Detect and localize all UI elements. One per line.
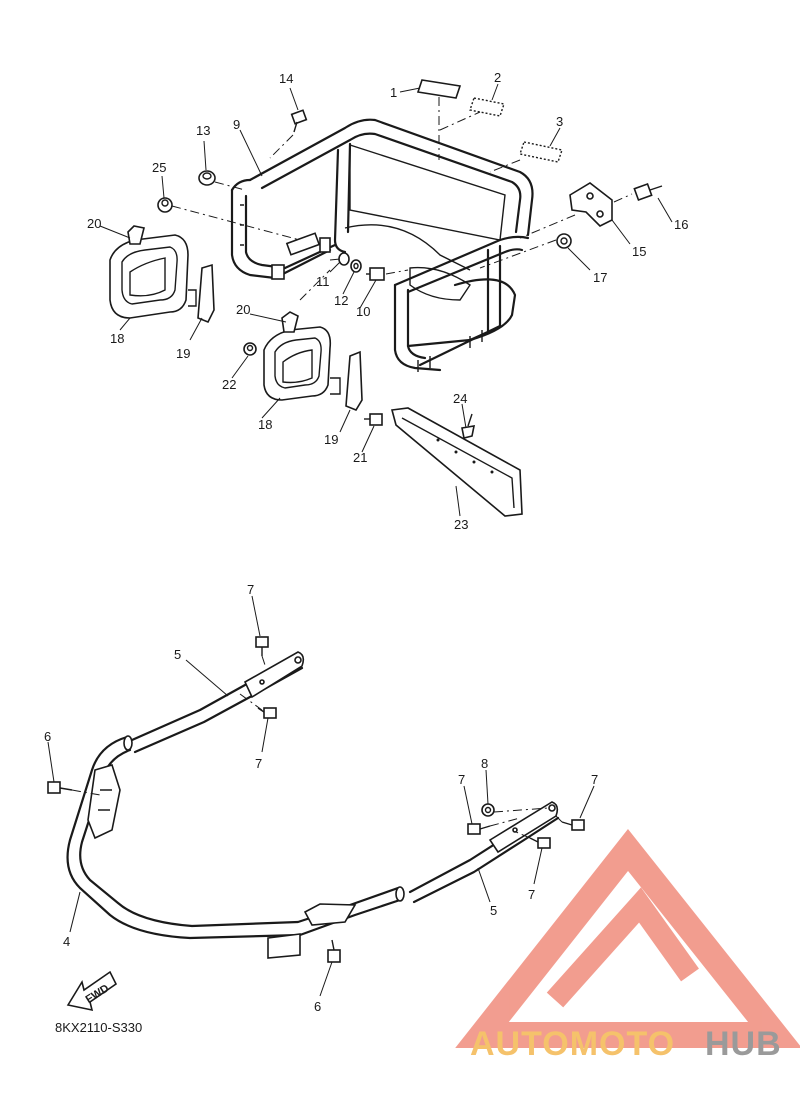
callout-6-center: 6 — [314, 999, 321, 1014]
nut-22 — [243, 342, 257, 356]
callout-14: 14 — [279, 71, 293, 86]
nut-25 — [157, 197, 173, 213]
bolt-7-right-a — [467, 823, 491, 835]
watermark-brand-part1: AUTOMOTO — [470, 1025, 675, 1063]
washer-12 — [350, 259, 362, 273]
label-plate-1 — [416, 79, 462, 99]
callout-7-right-c: 7 — [528, 887, 535, 902]
nut-17 — [556, 233, 572, 249]
guard-bracket-center — [267, 903, 357, 959]
rear-rack-frame — [230, 118, 534, 372]
fwd-arrow-icon: FWD — [66, 970, 118, 1012]
callout-18-right: 18 — [258, 417, 272, 432]
assembly-lines-upper — [171, 97, 633, 301]
mud-flap-23 — [390, 407, 523, 517]
bolt-21 — [364, 413, 383, 426]
callout-23: 23 — [454, 517, 468, 532]
washer-11 — [338, 252, 350, 266]
callout-10: 10 — [356, 304, 370, 319]
callout-22: 22 — [222, 377, 236, 392]
bracket-19-right — [330, 350, 363, 411]
callout-2: 2 — [494, 70, 501, 85]
callout-11: 11 — [316, 274, 330, 289]
mount-tab-20-left — [127, 225, 145, 245]
assembly-lines-lower — [71, 655, 563, 839]
callout-3: 3 — [556, 114, 563, 129]
callout-19-left: 19 — [176, 346, 190, 361]
label-plate-2 — [469, 97, 505, 117]
bolt-6-left — [47, 781, 73, 794]
callout-1: 1 — [390, 85, 397, 100]
callout-24: 24 — [453, 391, 467, 406]
drawing-code: 8KX2110-S330 — [55, 1020, 142, 1035]
bracket-19-left — [188, 263, 215, 324]
callout-7-middle: 7 — [255, 756, 262, 771]
callout-7-right-b: 7 — [591, 772, 598, 787]
callout-15: 15 — [632, 244, 646, 259]
collar-13 — [198, 170, 216, 186]
bolt-14 — [290, 109, 308, 133]
callout-19-right: 19 — [324, 432, 338, 447]
clip-24 — [461, 413, 476, 439]
callout-13: 13 — [196, 123, 210, 138]
callout-4: 4 — [63, 934, 70, 949]
bolt-7-middle — [257, 707, 277, 719]
callout-16: 16 — [674, 217, 688, 232]
bolt-7-right-b — [561, 819, 585, 831]
callout-20-left: 20 — [87, 216, 101, 231]
callout-5-right: 5 — [490, 903, 497, 918]
stay-5-left — [130, 651, 305, 754]
bolt-16 — [633, 182, 663, 202]
label-plate-3 — [519, 141, 563, 163]
callout-21: 21 — [353, 450, 367, 465]
callout-5-left: 5 — [174, 647, 181, 662]
callout-12: 12 — [334, 293, 348, 308]
bolt-10 — [366, 267, 385, 281]
callout-7-top: 7 — [247, 582, 254, 597]
stay-5-right — [408, 801, 560, 904]
reflector-housing-right — [263, 326, 332, 401]
callout-8: 8 — [481, 756, 488, 771]
callout-20-right: 20 — [236, 302, 250, 317]
leader-lines — [47, 83, 673, 997]
mount-tab-20-right — [281, 311, 299, 333]
callout-9: 9 — [233, 117, 240, 132]
bolt-7-top — [255, 636, 269, 656]
callout-18-left: 18 — [110, 331, 124, 346]
callout-6-left: 6 — [44, 729, 51, 744]
reflector-housing-left — [109, 234, 189, 319]
watermark-logo — [455, 829, 800, 1048]
bolt-6-center — [327, 939, 341, 963]
washer-8 — [481, 803, 495, 817]
watermark-wordmark: AUTOMOTO HUB — [470, 1025, 782, 1063]
bolt-7-right-c — [529, 837, 551, 849]
guard-bracket-left — [87, 764, 121, 840]
callout-25: 25 — [152, 160, 166, 175]
callouts: 1 2 3 9 13 14 15 16 17 25 20 18 19 11 12… — [44, 70, 688, 1014]
watermark-brand-part2: HUB — [705, 1025, 782, 1063]
callout-7-right-a: 7 — [458, 772, 465, 787]
callout-17: 17 — [593, 270, 607, 285]
bracket-15 — [569, 182, 613, 227]
